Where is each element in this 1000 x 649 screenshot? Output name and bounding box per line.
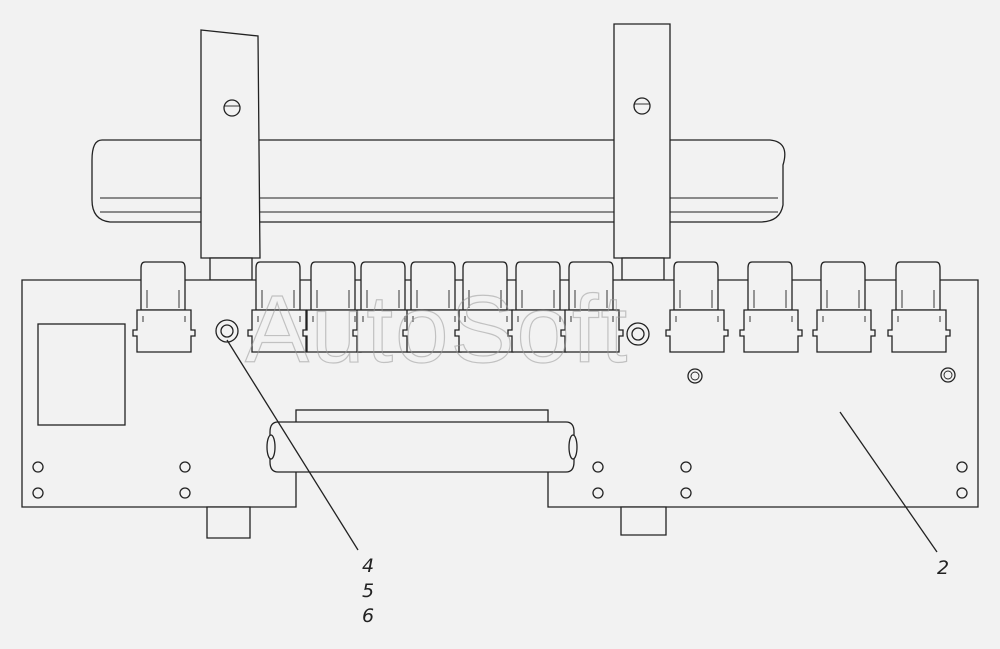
mounting-hole (592, 461, 604, 473)
top-crossbar (91, 139, 786, 223)
center-connector (266, 409, 578, 473)
label-plate (37, 323, 126, 426)
callout-4: 4 (362, 555, 374, 577)
fuse-relay (402, 261, 466, 353)
mounting-hole (179, 461, 191, 473)
fuse-relay (302, 261, 366, 353)
fuse-relay (812, 261, 876, 353)
callout-5: 5 (362, 580, 374, 602)
fuse-relay (560, 261, 624, 353)
bolt-left (215, 319, 239, 343)
bottom-stub-left (206, 506, 251, 539)
fuse-relay (352, 261, 416, 353)
mounting-holes (32, 461, 968, 499)
mounting-hole (956, 461, 968, 473)
fuse-relay (132, 261, 196, 353)
callout-2: 2 (937, 557, 949, 579)
leader-line-2 (839, 411, 938, 553)
fuse-relay (665, 261, 729, 353)
mounting-hole (32, 461, 44, 473)
fuse-relay (247, 261, 311, 353)
left-bracket (200, 29, 261, 281)
fuse-relay (887, 261, 951, 353)
bolt-right (626, 322, 650, 346)
mounting-hole (680, 487, 692, 499)
fuse-row (132, 261, 951, 353)
right-bracket (613, 23, 671, 281)
stud-1 (687, 368, 703, 384)
mounting-hole (179, 487, 191, 499)
leader-line-4-5-6 (226, 339, 359, 551)
bottom-stub-right (620, 506, 667, 536)
stud-2 (940, 367, 956, 383)
mounting-hole (592, 487, 604, 499)
mounting-hole (680, 461, 692, 473)
fuse-relay (739, 261, 803, 353)
fuse-relay (454, 261, 518, 353)
callout-6: 6 (362, 605, 374, 627)
mounting-hole (956, 487, 968, 499)
mounting-hole (32, 487, 44, 499)
watermark: AutoSoft (245, 276, 629, 383)
